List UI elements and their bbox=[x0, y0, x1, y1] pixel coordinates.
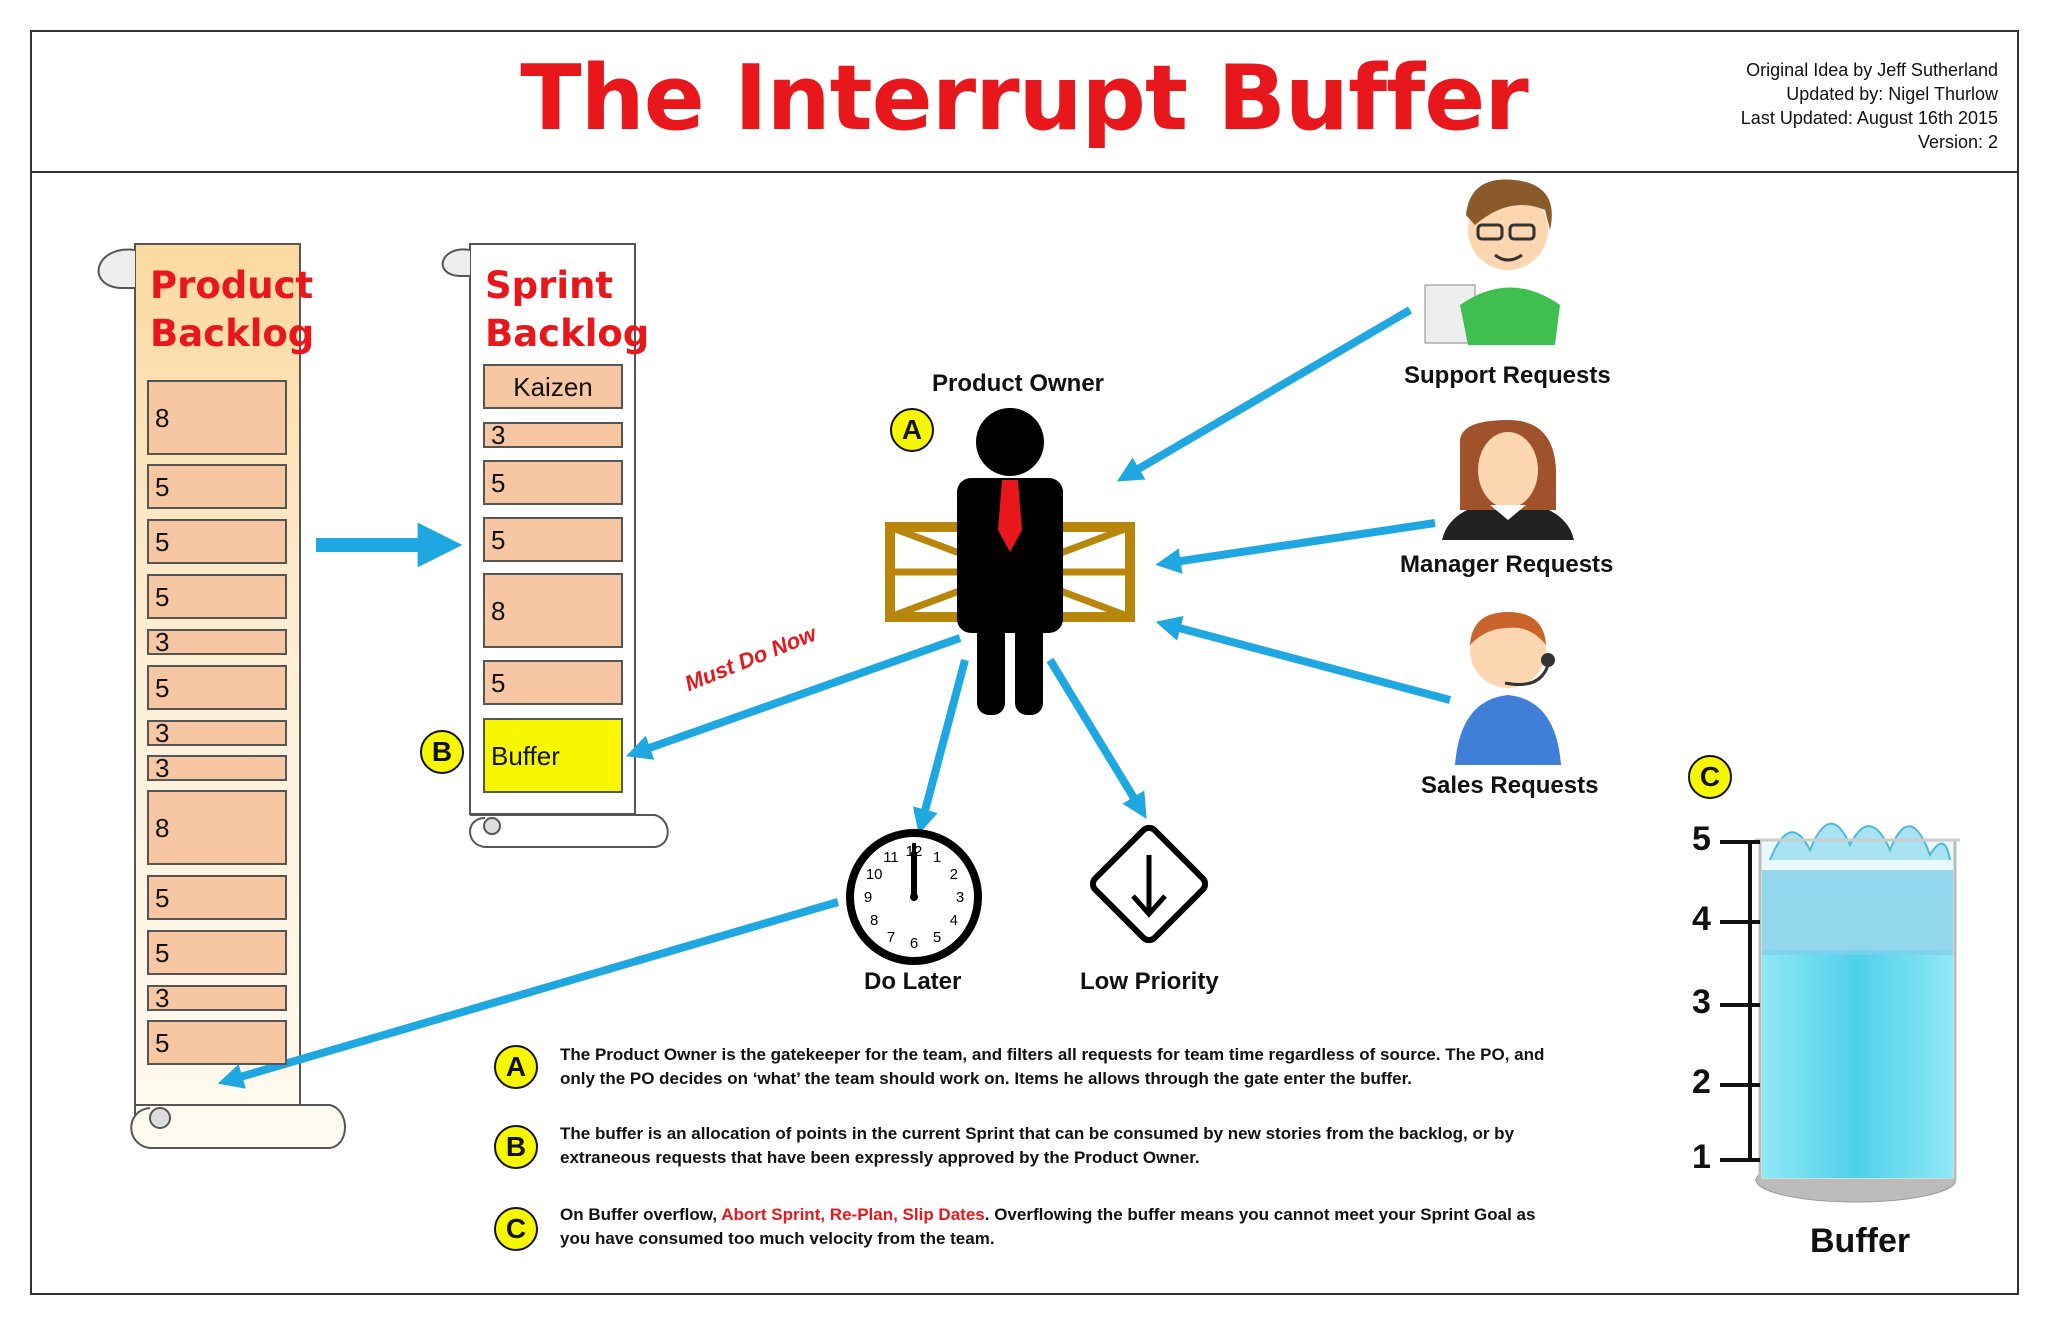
clock-number: 6 bbox=[910, 935, 918, 952]
buffer-glass-label: Buffer bbox=[1810, 1222, 1911, 1260]
product-backlog-item: 5 bbox=[147, 665, 287, 710]
note-c-prefix: On Buffer overflow, bbox=[560, 1205, 722, 1224]
note-c-suffix: . Overflowing the buffer means you canno… bbox=[560, 1205, 1536, 1248]
note-c-red: Abort Sprint, Re-Plan, Slip Dates bbox=[721, 1205, 985, 1224]
product-backlog-item: 3 bbox=[147, 985, 287, 1011]
sprint-backlog-item: 5 bbox=[483, 660, 623, 705]
low-priority-label: Low Priority bbox=[1080, 968, 1219, 995]
clock-number: 2 bbox=[950, 866, 958, 883]
product-backlog-item: 5 bbox=[147, 464, 287, 509]
badge-b-buffer: B bbox=[420, 730, 464, 774]
manager-arrow bbox=[1155, 519, 1436, 574]
scale-label-1: 1 bbox=[1692, 1138, 1711, 1176]
clock-number: 5 bbox=[933, 929, 941, 946]
product-backlog-item: 5 bbox=[147, 930, 287, 975]
clock-number: 11 bbox=[883, 849, 899, 866]
product-backlog-item: 8 bbox=[147, 380, 287, 455]
product-backlog-item: 5 bbox=[147, 519, 287, 564]
product-backlog-title-line2: Backlog bbox=[150, 312, 315, 355]
product-backlog-item: 5 bbox=[147, 875, 287, 920]
product-backlog-title-line1: Product bbox=[150, 264, 314, 307]
support-requests-label: Support Requests bbox=[1404, 362, 1611, 389]
buffer-scale bbox=[1720, 840, 1760, 1162]
badge-c-note: C bbox=[494, 1207, 538, 1251]
do-later-label: Do Later bbox=[864, 968, 962, 995]
product-backlog-title: Product Backlog bbox=[150, 262, 314, 358]
manager-requests-label: Manager Requests bbox=[1400, 551, 1614, 578]
badge-a-owner: A bbox=[890, 408, 934, 452]
meta-updated-by: Updated by: Nigel Thurlow bbox=[1786, 84, 1998, 104]
scale-label-3: 3 bbox=[1692, 983, 1711, 1021]
header-divider bbox=[30, 171, 2019, 173]
sprint-backlog-item: 5 bbox=[483, 517, 623, 562]
clock-number: 1 bbox=[933, 849, 941, 866]
clock-number: 10 bbox=[866, 866, 883, 883]
clock-icon bbox=[846, 829, 982, 965]
product-backlog-item: 5 bbox=[147, 1020, 287, 1065]
meta-last-updated: Last Updated: August 16th 2015 bbox=[1740, 108, 1998, 128]
clock-number: 9 bbox=[864, 889, 872, 906]
do-later-to-backlog-arrow bbox=[217, 898, 840, 1089]
product-owner-figure bbox=[885, 408, 1135, 715]
diagram-frame bbox=[30, 30, 2019, 1295]
clock-number: 3 bbox=[956, 889, 964, 906]
clock-number: 12 bbox=[906, 843, 923, 860]
note-c: On Buffer overflow, Abort Sprint, Re-Pla… bbox=[560, 1203, 1560, 1251]
low-priority-sign-icon bbox=[1089, 824, 1209, 944]
product-backlog-item: 3 bbox=[147, 720, 287, 746]
product-backlog-item: 5 bbox=[147, 574, 287, 619]
kaizen-item: Kaizen bbox=[483, 364, 623, 409]
support-arrow bbox=[1116, 306, 1413, 482]
support-person-icon bbox=[1424, 179, 1560, 345]
sprint-backlog-title: Sprint Backlog bbox=[485, 262, 649, 358]
sales-arrow bbox=[1155, 615, 1452, 704]
manager-person-icon bbox=[1442, 420, 1574, 540]
scale-label-4: 4 bbox=[1692, 900, 1711, 938]
meta-original: Original Idea by Jeff Sutherland bbox=[1746, 60, 1998, 80]
note-b: The buffer is an allocation of points in… bbox=[560, 1124, 1515, 1167]
badge-b-note: B bbox=[494, 1125, 538, 1169]
sprint-backlog-item: 3 bbox=[483, 422, 623, 448]
badge-a-note: A bbox=[494, 1045, 538, 1089]
clock-number: 8 bbox=[870, 912, 878, 929]
do-later-arrow bbox=[912, 658, 969, 835]
meta-version: Version: 2 bbox=[1917, 132, 1998, 152]
sprint-buffer-label: Buffer bbox=[491, 740, 560, 771]
clock-number: 4 bbox=[950, 912, 958, 929]
product-owner-label: Product Owner bbox=[932, 370, 1105, 397]
sprint-backlog-title-line1: Sprint bbox=[485, 264, 614, 307]
sprint-backlog-title-line2: Backlog bbox=[485, 312, 650, 355]
buffer-glass-icon bbox=[1755, 822, 1960, 1203]
badge-c-glass: C bbox=[1688, 755, 1732, 799]
header-meta: Original Idea by Jeff Sutherland Updated… bbox=[1741, 58, 1998, 154]
scale-label-2: 2 bbox=[1692, 1063, 1711, 1101]
sales-person-icon bbox=[1455, 612, 1561, 765]
note-a: The Product Owner is the gatekeeper for … bbox=[560, 1045, 1545, 1088]
sales-requests-label: Sales Requests bbox=[1421, 772, 1599, 799]
page-title: The Interrupt Buffer bbox=[520, 46, 1529, 151]
product-backlog-item: 8 bbox=[147, 790, 287, 865]
must-do-now-arrow bbox=[625, 634, 962, 760]
sprint-backlog-item: 5 bbox=[483, 460, 623, 505]
product-backlog-item: 3 bbox=[147, 755, 287, 781]
scale-label-5: 5 bbox=[1692, 820, 1711, 858]
sprint-backlog-item: 8 bbox=[483, 573, 623, 648]
sprint-buffer-item: Buffer bbox=[483, 718, 623, 793]
clock-number: 7 bbox=[887, 929, 895, 946]
low-priority-arrow bbox=[1046, 657, 1147, 819]
product-backlog-item: 3 bbox=[147, 629, 287, 655]
